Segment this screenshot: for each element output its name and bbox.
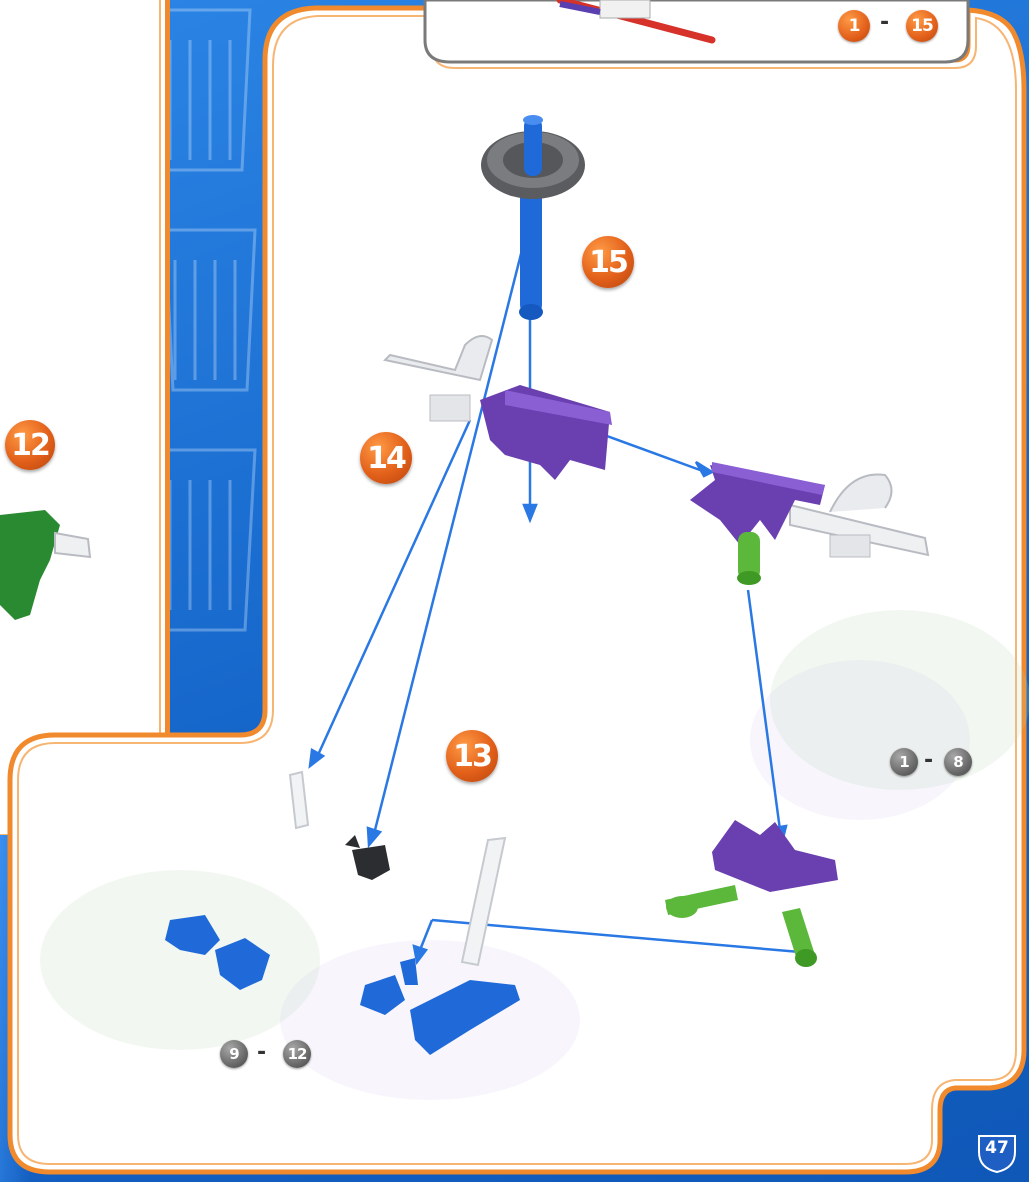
- step-15-badge: 15: [582, 236, 634, 288]
- step-14-badge: 14: [360, 432, 412, 484]
- green-connector-right: [737, 532, 761, 585]
- bottom-range-start-badge: 9: [220, 1040, 248, 1068]
- page-number: 47: [975, 1138, 1019, 1158]
- top-range-dash: -: [880, 10, 889, 35]
- top-range-end-badge: 15: [906, 10, 938, 42]
- right-range-end-badge: 8: [944, 748, 972, 776]
- right-range-start-badge: 1: [890, 748, 918, 776]
- top-range-start-badge: 1: [838, 10, 870, 42]
- bottom-range-end-badge: 12: [283, 1040, 311, 1068]
- bottom-range-dash: -: [257, 1040, 266, 1065]
- green-connector-left-panel: [0, 505, 95, 625]
- step-13-badge: 13: [446, 730, 498, 782]
- right-range-dash: -: [924, 748, 933, 773]
- left-step-badge: 12: [5, 420, 55, 470]
